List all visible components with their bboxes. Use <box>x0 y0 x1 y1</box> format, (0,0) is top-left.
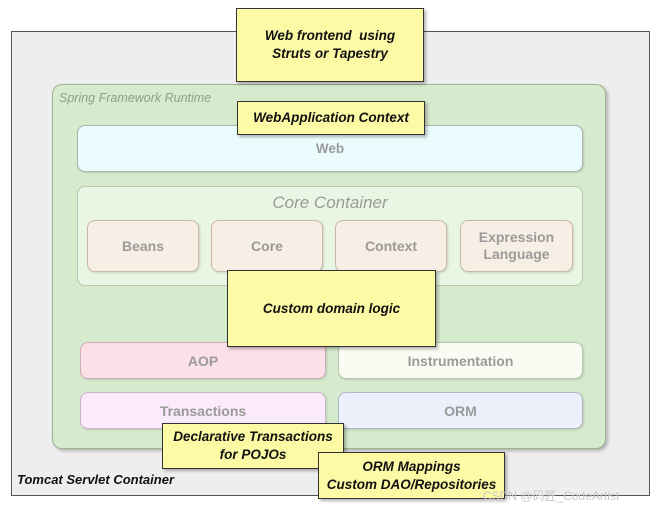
declarative-line2: for POJOs <box>219 447 287 462</box>
web-frontend-line1: Web frontend using <box>264 28 396 43</box>
web-application-context-note: WebApplication Context <box>237 101 425 135</box>
web-frontend-note: Web frontend using Struts or Tapestry <box>236 8 424 82</box>
expression-language-module: Expression Language <box>460 220 573 272</box>
tomcat-container-label: Tomcat Servlet Container <box>17 472 175 487</box>
core-module: Core <box>211 220 323 272</box>
spring-runtime-label: Spring Framework Runtime <box>59 91 212 105</box>
orm-note-line1: ORM Mappings <box>362 458 461 474</box>
csdn-watermark: CSDN @码匠_CodeArtist <box>483 489 620 503</box>
declarative-transactions-note: Declarative Transactions for POJOs <box>162 423 344 469</box>
web-frontend-line2: Struts or Tapestry <box>272 46 388 61</box>
orm-note-line2: Custom DAO/Repositories <box>326 476 497 492</box>
expression-label-line2: Language <box>483 246 550 262</box>
beans-module: Beans <box>87 220 199 272</box>
declarative-line1: Declarative Transactions <box>173 429 333 444</box>
orm-module: ORM <box>338 392 583 429</box>
instrumentation-module: Instrumentation <box>338 342 583 379</box>
expression-label-line1: Expression <box>478 229 555 245</box>
core-container-title: Core Container <box>272 193 388 212</box>
context-module: Context <box>335 220 447 272</box>
custom-domain-logic-note: Custom domain logic <box>227 270 436 347</box>
aop-module: AOP <box>80 342 326 379</box>
orm-mappings-note: ORM Mappings Custom DAO/Repositories <box>318 452 505 499</box>
